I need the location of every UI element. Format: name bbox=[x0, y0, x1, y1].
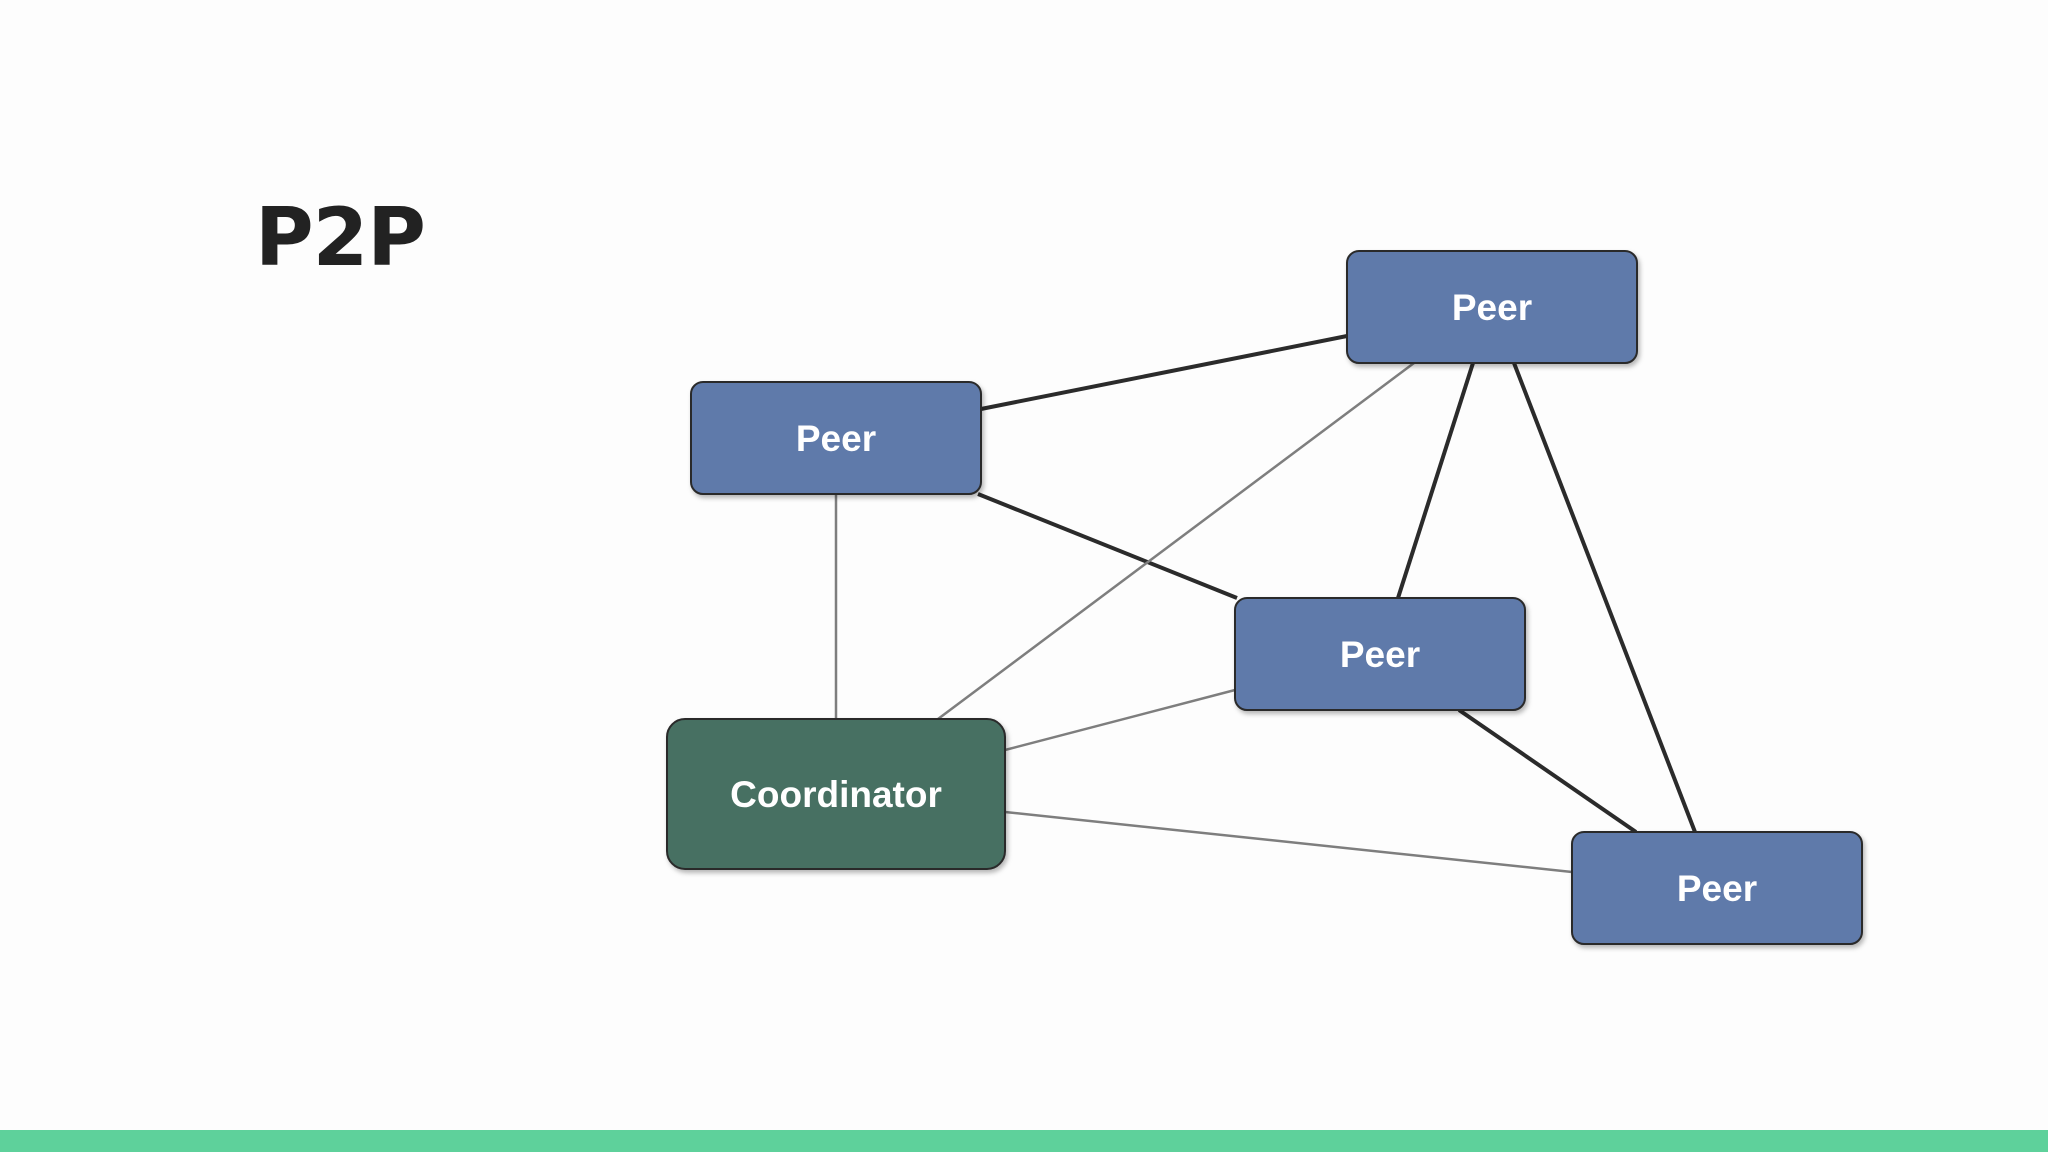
node-peer-center: Peer bbox=[1234, 597, 1526, 711]
node-coordinator: Coordinator bbox=[666, 718, 1006, 870]
footer-accent-bar bbox=[0, 1130, 2048, 1152]
peer-label: Peer bbox=[796, 418, 876, 459]
coordinator-box bbox=[666, 718, 1006, 870]
peer-box bbox=[690, 381, 982, 495]
coordinator-label: Coordinator bbox=[730, 774, 942, 815]
slide-title: P2P bbox=[255, 191, 426, 284]
edge-coordinator-to-peer-bottom-right bbox=[1004, 810, 1573, 874]
edge-coordinator-to-peer-top-right bbox=[937, 361, 1415, 721]
edge-peer-left-to-peer-top-right bbox=[980, 334, 1348, 411]
node-peer-top-right: Peer bbox=[1346, 250, 1638, 364]
node-peer-bottom-right: Peer bbox=[1571, 831, 1863, 945]
peer-label: Peer bbox=[1452, 287, 1532, 328]
node-peer-left: Peer bbox=[690, 381, 982, 495]
peer-box bbox=[1346, 250, 1638, 364]
edge-peer-left-to-peer-center bbox=[977, 492, 1238, 600]
peer-box bbox=[1571, 831, 1863, 945]
edge-peer-top-right-to-peer-bottom-right bbox=[1512, 362, 1697, 833]
peer-label: Peer bbox=[1677, 868, 1757, 909]
edge-peer-top-right-to-peer-center bbox=[1396, 362, 1475, 599]
peer-label: Peer bbox=[1340, 634, 1420, 675]
edge-peer-center-to-peer-bottom-right bbox=[1457, 708, 1638, 834]
edges bbox=[834, 334, 1697, 874]
peer-box bbox=[1234, 597, 1526, 711]
edge-coordinator-to-peer-center bbox=[1004, 688, 1236, 752]
